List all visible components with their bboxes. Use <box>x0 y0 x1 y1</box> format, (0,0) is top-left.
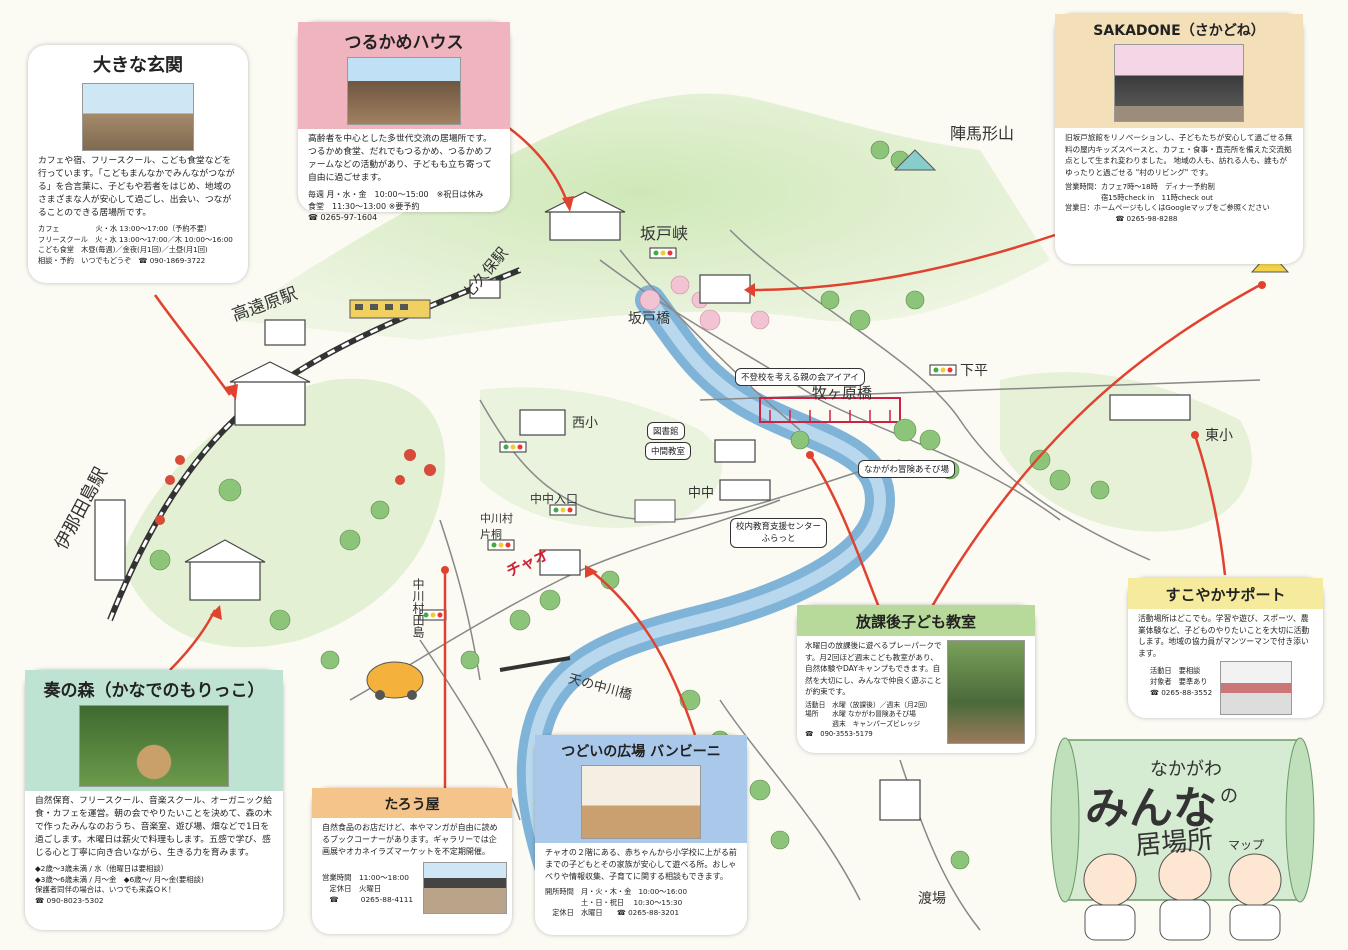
card-kanade-info: ◆2歳～3歳未満 / 水（他曜日は要相談） ◆3歳～6歳未満 / 月～金 ◆6歳… <box>35 864 204 905</box>
card-sakadone: SAKADONE（さかどね） 旧坂戸旅館をリノベーションし、子どもたちが安心して… <box>1055 14 1303 264</box>
label-nishisho: 西小 <box>572 416 599 431</box>
card-tsurukame-title: つるかめハウス <box>298 22 510 57</box>
card-kanade: 奏の森（かなでのもりっこ） 自然保育、フリースクール、音楽スクール、オーガニック… <box>25 670 283 930</box>
card-genkan: 大きな玄関 カフェや宿、フリースクール、こども食堂などを行っています。「こどもま… <box>28 45 248 283</box>
car <box>366 661 424 700</box>
truck <box>634 499 676 523</box>
card-sukoyaka-title: すこやかサポート <box>1128 578 1323 609</box>
card-hokago: 放課後子ども教室 水曜日の放課後に遊べるプレーパークです。月2回ほど週末こども教… <box>797 605 1035 753</box>
label-higashisho: 東小 <box>1205 428 1233 444</box>
label-jinbagatayama: 陣馬形山 <box>950 124 1015 143</box>
card-kanade-title: 奏の森（かなでのもりっこ） <box>25 670 283 705</box>
card-kanade-body: 自然保育、フリースクール、音楽スクール、オーガニック給食・カフェを運営。朝の会で… <box>35 796 273 858</box>
card-taroya-body: 自然食品のお店だけど、本やマンガが自由に読めるブックコーナーがあります。ギャラリ… <box>322 823 498 856</box>
inatajima-station <box>94 499 126 581</box>
photo-hokago <box>947 640 1025 744</box>
card-taroya-info: 営業時間 11:00～18:00 定休日 火曜日 ☎ 0265-88-4111 <box>322 872 414 904</box>
card-genkan-title: 大きな玄関 <box>93 55 183 76</box>
label-makigaharabashi: 牧ヶ原橋 <box>812 384 873 402</box>
scroll-illustration <box>1050 737 1315 941</box>
hills <box>230 93 1050 340</box>
card-tsurukame-info: 毎週 月・水・金 10:00～15:00 ※祝日は休み 食堂 11:30～13:… <box>308 190 484 222</box>
chao-building <box>539 549 581 576</box>
label-chukan-kyoshitsu: 中間教室 <box>645 442 692 460</box>
card-hokago-body: 水曜日の放課後に遊べるプレーパークです。月2回ほど週末こども教室があり、自然体験… <box>805 641 942 696</box>
card-sukoyaka-info: 活動日 要相談 対象者 要準あり ☎ 0265-88-3552 <box>1150 666 1213 697</box>
card-hokago-info: 活動日 水曜（放課後）／週末（月2回） 場所 水曜 なかがわ冒険あそび場 週末 … <box>805 700 932 738</box>
map-title-line2: みんな <box>1085 783 1217 834</box>
pointer-lines <box>153 123 1261 790</box>
card-sukoyaka: すこやかサポート 活動場所はどこでも。学習や遊び、スポーツ、農業体験など、子ども… <box>1128 578 1323 718</box>
map-title-line5: マップ <box>1228 838 1265 852</box>
photo-bambini <box>581 765 701 839</box>
library-building <box>714 439 756 463</box>
photo-sukoyaka <box>1220 661 1293 715</box>
card-tsurukame: つるかめハウス 高齢者を中心とした多世代交流の居場所です。つるかめ食堂、だれでも… <box>298 22 510 222</box>
label-nakagawamura-tajima: 中川村田島 <box>411 578 425 638</box>
card-sakadone-body: 旧坂戸旅館をリノベーションし、子どもたちが安心して過ごせる無料の屋内キッズスペー… <box>1065 133 1293 177</box>
card-sakadone-title: SAKADONE（さかどね） <box>1055 14 1303 44</box>
genkan-building <box>234 379 306 426</box>
pin-icon <box>441 281 1266 574</box>
card-bambini: つどいの広場 バンビーニ チャオの２階にある、赤ちゃんから小学校に上がる前までの… <box>535 735 747 935</box>
label-konai-center: 校内教育支援センター ふらっと <box>730 518 828 548</box>
label-nakachu-iriguchi: 中中入口 <box>530 492 579 506</box>
takatohara-station <box>264 319 306 346</box>
card-hokago-title: 放課後子ども教室 <box>797 605 1035 636</box>
photo-taroya <box>423 862 508 914</box>
kanade-building <box>189 559 261 601</box>
card-tsurukame-body: 高齢者を中心とした多世代交流の居場所です。つるかめ食堂、だれでもつるかめ、つるか… <box>308 134 493 183</box>
photo-sakadone <box>1114 44 1244 122</box>
card-sakadone-info: 営業時間：カフェ7時～18時 ディナー予約制 宿15時check in 11時c… <box>1065 182 1270 223</box>
card-bambini-title: つどいの広場 バンビーニ <box>535 735 747 765</box>
card-genkan-body: カフェや宿、フリースクール、こども食堂などを行っています。「こどもまんなかでみん… <box>38 156 235 218</box>
bridge-tennonakagawa <box>499 656 571 672</box>
label-nakagawamura-katagiri: 中川村片桐 <box>480 512 513 541</box>
higashisho-building <box>1109 394 1191 421</box>
label-nakachu: 中中 <box>688 486 715 501</box>
card-taroya-title: たろう屋 <box>312 788 512 818</box>
label-toshokan: 図書館 <box>647 422 685 440</box>
photo-tsurukame <box>347 57 461 125</box>
card-bambini-body: チャオの２階にある、赤ちゃんから小学校に上がる前までの子どもとその家族が安心して… <box>545 848 737 881</box>
card-bambini-info: 開所時間 月・火・木・金 10:00～16:00 土・日・祝日 10:30～15… <box>545 887 688 917</box>
tsurukame-building <box>549 209 621 241</box>
traffic-light-icon <box>419 247 957 621</box>
nakachu-building <box>719 479 771 501</box>
label-shimodaira: 下平 <box>960 363 988 379</box>
nishisho-building <box>519 409 566 436</box>
card-sukoyaka-body: 活動場所はどこでも。学習や遊び、スポーツ、農業体験など、子どものやりたいことを大… <box>1138 614 1310 658</box>
card-genkan-info: カフェ 火・水 13:00～17:00（予約不要） フリースクール 火・水 13… <box>38 224 233 265</box>
trees <box>149 140 1110 870</box>
label-sakadokyo: 坂戸峡 <box>640 224 689 243</box>
map-title-line4: 居場所 <box>1134 824 1215 862</box>
label-futoko-kai: 不登校を考える親の会アイアイ <box>735 368 865 386</box>
train <box>349 299 431 319</box>
photo-kanade <box>79 705 229 787</box>
map-title-line3: の <box>1220 786 1238 807</box>
label-watariba: 渡場 <box>918 891 946 907</box>
photo-genkan <box>82 83 194 151</box>
label-sakadobashi: 坂戸橋 <box>628 311 670 327</box>
watariba-building <box>879 779 921 821</box>
tent-icon <box>893 149 937 171</box>
label-boken-asobiba: なかがわ冒険あそび場 <box>858 460 956 478</box>
map-title-line1: なかがわ <box>1150 759 1222 780</box>
sakadone-building <box>699 274 751 304</box>
card-taroya: たろう屋 自然食品のお店だけど、本やマンガが自由に読めるブックコーナーがあります… <box>312 788 512 934</box>
